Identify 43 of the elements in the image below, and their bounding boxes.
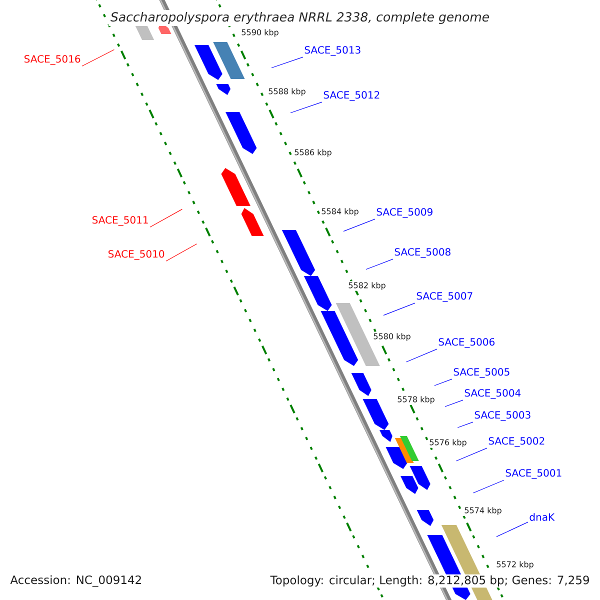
gene-label: SACE_5010: [108, 250, 164, 260]
gene-label: SACE_5002: [488, 437, 544, 447]
tick-label: 5586 kbp: [293, 148, 333, 158]
gene-label: SACE_5001: [506, 469, 562, 479]
leader-line: [271, 56, 304, 68]
tick-label: 5588 kbp: [267, 87, 307, 97]
tick-label: 5590 kbp: [240, 28, 280, 38]
tick-label: 5582 kbp: [347, 281, 387, 291]
gene-label: SACE_5012: [324, 91, 380, 101]
tick-label: 5578 kbp: [396, 395, 436, 405]
gene-label: SACE_5004: [464, 389, 521, 399]
gene-label: SACE_5013: [304, 46, 360, 56]
tick-label: 5580 kbp: [372, 332, 412, 342]
leader-line: [456, 448, 488, 462]
leader-line: [150, 208, 182, 228]
leader-line: [82, 49, 114, 66]
gene-label: SACE_5006: [438, 338, 495, 348]
leader-line: [444, 400, 464, 407]
gene-label: SACE_5009: [376, 208, 432, 218]
leader-line: [472, 480, 504, 494]
tick-label: 5584 kbp: [320, 207, 360, 217]
tick-label: 5574 kbp: [463, 506, 503, 516]
tick-label: 5576 kbp: [428, 438, 468, 448]
leader-line: [434, 378, 452, 386]
leader-line: [343, 218, 376, 232]
leader-line: [406, 348, 438, 362]
gene-label: SACE_5005: [454, 368, 510, 378]
gene-label: SACE_5016: [24, 55, 80, 65]
leader-line: [366, 258, 394, 270]
gene-label: dnaK: [530, 513, 555, 521]
tick-label: 5572 kbp: [495, 560, 535, 570]
leader-line: [166, 244, 198, 262]
accession-text: Accession: NC_009142: [9, 574, 144, 588]
leader-line: [496, 522, 528, 537]
leader-line: [457, 422, 474, 428]
gene-label: SACE_5007: [416, 292, 472, 302]
title: Saccharopolyspora erythraea NRRL 2338, complete genome: [108, 10, 492, 26]
gene-label: SACE_5003: [474, 411, 530, 421]
gene-label: SACE_5008: [394, 248, 450, 258]
leader-line: [383, 302, 416, 316]
gene-label: SACE_5011: [92, 216, 148, 226]
leader-line: [290, 102, 322, 114]
genome-summary-text: Topology: circular; Length: 8,212,805 bp; Genes: 7,259: [269, 574, 591, 588]
